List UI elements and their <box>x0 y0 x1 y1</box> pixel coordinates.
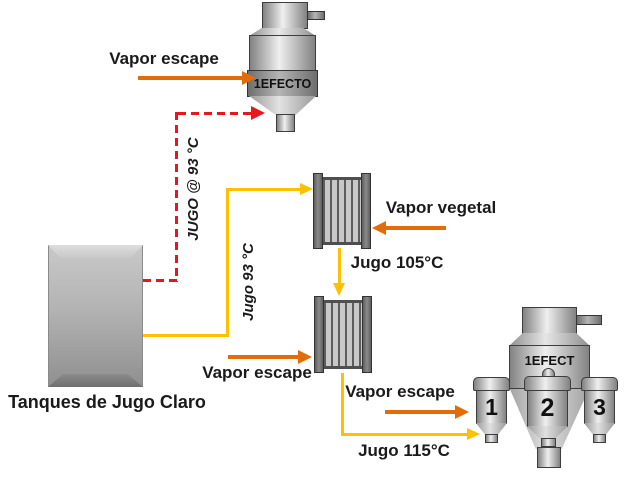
tank-top-facet <box>48 245 143 261</box>
effect-vessel-3-outlet <box>593 434 606 443</box>
dashed-juice-line-vertical <box>175 112 178 282</box>
vapor-escape-top-arrow-head <box>242 71 256 85</box>
juice-line-effect-arrow-head <box>467 428 480 440</box>
juice-line-tank-horizontal <box>143 334 229 337</box>
effect-vessel-1-cap <box>473 377 510 391</box>
heater-1 <box>313 173 371 249</box>
effect-vessel-3-body: 3 <box>584 390 615 424</box>
effect-vessel-2-outlet <box>541 438 556 447</box>
vapor-escape-heater2-label: Vapor escape <box>202 363 312 382</box>
dashed-juice-line-arrow-head <box>251 106 265 120</box>
heater-2-plates <box>324 300 362 369</box>
effect-vessel-2-body: 2 <box>527 390 568 427</box>
effect-side-pipe <box>576 315 602 325</box>
effect-vessel-3-number: 3 <box>593 393 606 420</box>
juice-line-heater1-to-heater2 <box>338 248 341 284</box>
heater-2-right-cap <box>362 296 372 373</box>
vapor-escape-bottom-label: Vapor escape <box>345 382 455 401</box>
juice-line-to-heater1 <box>226 188 302 191</box>
effect-shoulder <box>509 333 590 346</box>
effect-vessel-3-cone <box>584 423 615 435</box>
juice-line-heater2-arrow-head <box>333 283 345 296</box>
effect-vessel-2-cap <box>524 376 571 391</box>
effect-vessel-2-cone <box>527 426 568 439</box>
dashed-juice-line-horizontal-1 <box>143 279 178 282</box>
juice-line-heater2-down <box>341 373 344 436</box>
effect-vessel-1-outlet <box>485 434 498 443</box>
heater-1-right-cap <box>361 173 371 249</box>
heater-1-left-cap <box>313 173 323 249</box>
jugo-105-label: Jugo 105°C <box>350 253 444 272</box>
vapor-vegetal-arrow-line <box>386 226 446 230</box>
heater-2-left-cap <box>314 296 324 373</box>
vapor-vegetal-arrow-head <box>372 221 386 235</box>
jugo-93-label: Jugo 93 °C <box>240 243 257 321</box>
juice-line-to-effect <box>341 433 469 436</box>
vapor-escape-bottom-arrow-line <box>385 410 457 414</box>
heater-2 <box>314 296 372 373</box>
vapor-escape-bottom-arrow-head <box>455 405 469 419</box>
effect-vessel-3-cap <box>581 377 618 391</box>
effect-vessel-1-number: 1 <box>485 393 498 420</box>
effect-central-outlet <box>537 447 561 468</box>
jugo-115-label: Jugo 115°C <box>358 441 450 460</box>
tank-bottom-facet <box>48 374 143 387</box>
evaporator-top-label: 1EFECTO <box>253 76 312 91</box>
evaporator-top-side-pipe <box>307 11 325 20</box>
juice-line-heater1-arrow-head <box>300 183 313 195</box>
vapor-escape-heater2-arrow-head <box>298 350 312 364</box>
effect-neck <box>522 307 577 334</box>
effect-vessel-1-body: 1 <box>476 390 507 424</box>
clear-juice-tank <box>48 245 143 387</box>
evaporator-top-body <box>249 35 316 72</box>
evaporator-top-outlet <box>276 114 295 132</box>
vapor-escape-top-arrow-line <box>138 76 244 80</box>
evaporator-top-shoulder <box>249 28 316 36</box>
jugo-93-dashed-label: JUGO @ 93 °C <box>185 137 202 241</box>
tank-label: Tanques de Jugo Claro <box>8 392 206 412</box>
effect-vessel-2-number: 2 <box>540 394 555 422</box>
effect-vessel-1-cone <box>476 423 507 435</box>
evaporator-top-neck <box>262 2 308 29</box>
effect-label: 1EFECT <box>524 353 575 368</box>
juice-line-tank-vertical <box>226 188 229 337</box>
heater-1-plates <box>323 177 361 245</box>
vapor-vegetal-label: Vapor vegetal <box>385 198 497 217</box>
dashed-juice-line-horizontal-2 <box>178 112 252 115</box>
evaporator-top-band: 1EFECTO <box>247 70 318 97</box>
vapor-escape-heater2-arrow-line <box>228 355 300 359</box>
vapor-escape-top-label: Vapor escape <box>109 49 219 68</box>
